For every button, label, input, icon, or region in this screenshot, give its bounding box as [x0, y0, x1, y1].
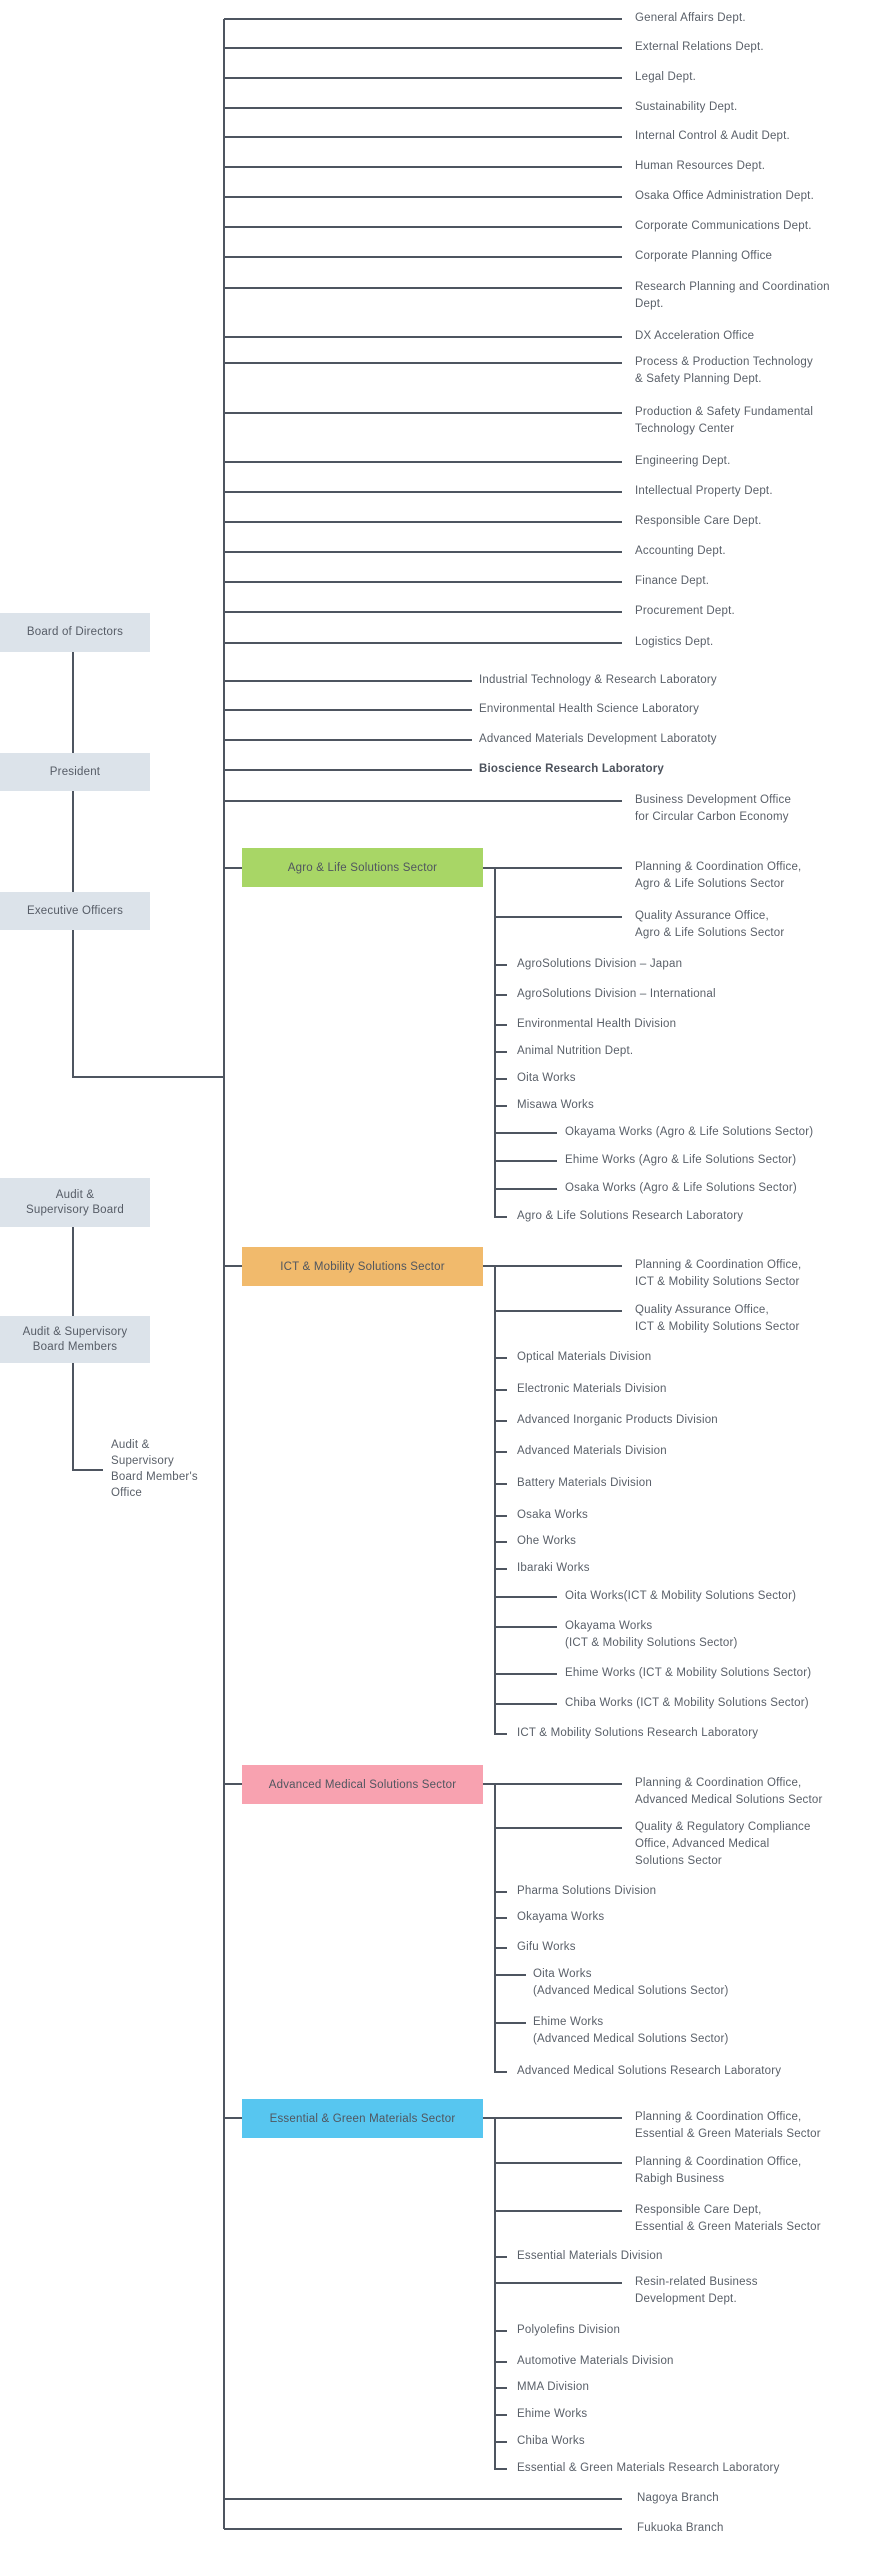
- sector-child-node: Planning & Coordination Office, Rabigh B…: [635, 2156, 802, 2185]
- sector-child-node: Ehime Works: [517, 2408, 588, 2420]
- sector-child-node: Electronic Materials Division: [517, 1383, 667, 1395]
- audit-board-members-office-label: Audit & Supervisory Board Member's Offic…: [111, 1439, 198, 1499]
- laboratory-node: Environmental Health Science Laboratory: [479, 703, 700, 715]
- sector-child-node: MMA Division: [517, 2381, 590, 2393]
- sector-child-node: Osaka Works (Agro & Life Solutions Secto…: [565, 1182, 797, 1194]
- sector-child-node: Chiba Works: [517, 2435, 585, 2447]
- sector-child-node: Essential & Green Materials Research Lab…: [517, 2462, 780, 2474]
- sector-child-node: Ehime Works (Agro & Life Solutions Secto…: [565, 1154, 797, 1166]
- branch-node: Fukuoka Branch: [637, 2522, 724, 2534]
- president-box: President: [0, 753, 150, 791]
- audit-supervisory-board-members-box: Audit & Supervisory Board Members: [0, 1316, 150, 1363]
- sector-child-node: Automotive Materials Division: [517, 2355, 674, 2367]
- branch-node: Nagoya Branch: [637, 2492, 719, 2504]
- sector-child-node: Advanced Materials Division: [517, 1445, 667, 1457]
- sector-child-node: Pharma Solutions Division: [517, 1885, 657, 1897]
- sector-box-agro: Agro & Life Solutions Sector: [242, 848, 483, 887]
- sector-child-node: Misawa Works: [517, 1099, 594, 1111]
- sector-child-node: Essential Materials Division: [517, 2250, 663, 2262]
- sector-child-node: Planning & Coordination Office, Agro & L…: [635, 861, 802, 890]
- sector-child-node: Okayama Works (ICT & Mobility Solutions …: [565, 1620, 738, 1649]
- sector-child-node: Quality & Regulatory Compliance Office, …: [635, 1821, 811, 1867]
- sector-child-node: Okayama Works: [517, 1911, 605, 1923]
- sector-child-node: Okayama Works (Agro & Life Solutions Sec…: [565, 1126, 814, 1138]
- org-unit: Production & Safety Fundamental Technolo…: [635, 406, 814, 435]
- sector-child-node: Resin-related Business Development Dept.: [635, 2276, 758, 2305]
- board-of-directors-box: Board of Directors: [0, 613, 150, 652]
- sector-box-ict: ICT & Mobility Solutions Sector: [242, 1247, 483, 1286]
- sector-child-node: Oita Works: [517, 1072, 576, 1084]
- sector-child-node: Quality Assurance Office, Agro & Life So…: [635, 910, 785, 939]
- laboratory-node: Advanced Materials Development Laboratot…: [479, 733, 717, 745]
- org-unit: Human Resources Dept.: [635, 160, 766, 172]
- sector-child-node: Agro & Life Solutions Research Laborator…: [517, 1210, 744, 1222]
- org-unit: Internal Control & Audit Dept.: [635, 130, 790, 142]
- sector-med-trunk: [224, 1783, 507, 2073]
- med-child-lines: [495, 1783, 622, 2024]
- sector-agro-trunk: [224, 867, 507, 1218]
- sector-child-node: Oita Works(ICT & Mobility Solutions Sect…: [565, 1590, 797, 1602]
- laboratory-node: Bioscience Research Laboratory: [479, 763, 664, 775]
- org-unit: Process & Production Technology & Safety…: [635, 356, 813, 385]
- org-unit: Logistics Dept.: [635, 636, 714, 648]
- org-unit: Finance Dept.: [635, 575, 710, 587]
- sector-child-node: Planning & Coordination Office, Advanced…: [635, 1777, 823, 1806]
- org-unit: Procurement Dept.: [635, 605, 735, 617]
- org-unit: Intellectual Property Dept.: [635, 485, 773, 497]
- sector-box-materials: Essential & Green Materials Sector: [242, 2099, 483, 2138]
- org-unit: Osaka Office Administration Dept.: [635, 190, 814, 202]
- sector-ict-trunk: [224, 1265, 507, 1735]
- org-unit: Accounting Dept.: [635, 545, 726, 557]
- org-unit: Research Planning and Coordination Dept.: [635, 281, 830, 310]
- business-dev-office-node: Business Development Office for Circular…: [635, 794, 792, 823]
- sector-child-node: Battery Materials Division: [517, 1477, 652, 1489]
- sector-child-node: Chiba Works (ICT & Mobility Solutions Se…: [565, 1697, 809, 1709]
- sector-child-node: Advanced Inorganic Products Division: [517, 1414, 718, 1426]
- org-unit: Legal Dept.: [635, 71, 697, 83]
- sector-child-node: Planning & Coordination Office, Essentia…: [635, 2111, 821, 2140]
- org-unit: General Affairs Dept.: [635, 12, 746, 24]
- sector-child-node: ICT & Mobility Solutions Research Labora…: [517, 1727, 759, 1739]
- sector-child-node: Ohe Works: [517, 1535, 577, 1547]
- sector-child-node: Oita Works (Advanced Medical Solutions S…: [533, 1968, 729, 1997]
- executive-officers-box: Executive Officers: [0, 892, 150, 930]
- corporate-unit-lines: [224, 18, 622, 644]
- org-unit: Responsible Care Dept.: [635, 515, 762, 527]
- sector-child-node: Optical Materials Division: [517, 1351, 652, 1363]
- sector-child-node: Quality Assurance Office, ICT & Mobility…: [635, 1304, 800, 1333]
- ict-child-lines: [495, 1265, 622, 1705]
- sector-child-node: Osaka Works: [517, 1509, 589, 1521]
- org-unit: DX Acceleration Office: [635, 330, 755, 342]
- sector-child-node: Planning & Coordination Office, ICT & Mo…: [635, 1259, 802, 1288]
- sector-child-node: AgroSolutions Division – International: [517, 988, 716, 1000]
- org-unit: External Relations Dept.: [635, 41, 764, 53]
- laboratory-lines: [224, 680, 472, 771]
- sector-child-node: Polyolefins Division: [517, 2324, 621, 2336]
- sector-child-node: Environmental Health Division: [517, 1018, 677, 1030]
- sector-child-node: Advanced Medical Solutions Research Labo…: [517, 2065, 782, 2077]
- sector-child-node: Responsible Care Dept, Essential & Green…: [635, 2204, 821, 2233]
- org-unit: Corporate Planning Office: [635, 250, 773, 262]
- sector-child-node: Ehime Works (Advanced Medical Solutions …: [533, 2016, 729, 2045]
- agro-child-lines: [495, 867, 622, 1190]
- sector-child-node: Gifu Works: [517, 1941, 576, 1953]
- branch-lines: [224, 2498, 622, 2530]
- audit-supervisory-board-box: Audit & Supervisory Board: [0, 1178, 150, 1227]
- laboratory-node: Industrial Technology & Research Laborat…: [479, 674, 717, 686]
- sector-child-node: Animal Nutrition Dept.: [517, 1045, 634, 1057]
- sector-box-medical: Advanced Medical Solutions Sector: [242, 1765, 483, 1804]
- org-unit: Engineering Dept.: [635, 455, 731, 467]
- sector-child-node: Ibaraki Works: [517, 1562, 590, 1574]
- sector-egm-trunk: [224, 2117, 507, 2470]
- sector-child-node: Ehime Works (ICT & Mobility Solutions Se…: [565, 1667, 812, 1679]
- sector-child-node: AgroSolutions Division – Japan: [517, 958, 683, 970]
- org-unit: Sustainability Dept.: [635, 101, 738, 113]
- egm-child-lines: [495, 2117, 622, 2443]
- governance-lines: [72, 652, 224, 1471]
- org-unit: Corporate Communications Dept.: [635, 220, 812, 232]
